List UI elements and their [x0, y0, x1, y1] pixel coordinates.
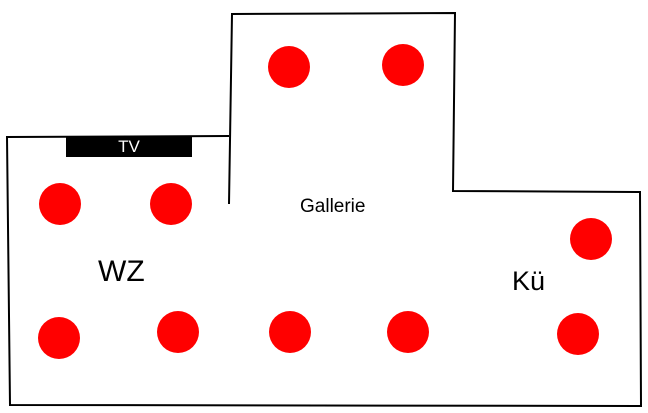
- tv-label: TV: [118, 137, 140, 156]
- tv-bar: [66, 137, 192, 157]
- spot-light-4: [150, 183, 192, 225]
- spot-light-1: [268, 46, 310, 88]
- room-label-wz: WZ: [98, 255, 145, 288]
- spots-layer: [38, 44, 612, 359]
- spot-light-7: [157, 311, 199, 353]
- spot-light-8: [269, 311, 311, 353]
- spot-light-9: [387, 311, 429, 353]
- spot-light-6: [38, 317, 80, 359]
- spot-light-10: [557, 313, 599, 355]
- spot-light-5: [570, 218, 612, 260]
- room-label-gallerie: Gallerie: [300, 196, 366, 217]
- spot-light-2: [382, 44, 424, 86]
- spot-light-3: [39, 183, 81, 225]
- wall-outline: [5, 11, 643, 408]
- room-label-kue: Kü: [512, 266, 546, 296]
